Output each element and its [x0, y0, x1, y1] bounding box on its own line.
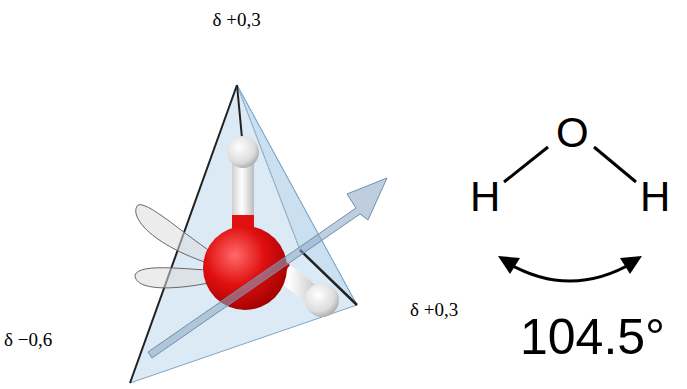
atom-symbol: O [556, 112, 589, 154]
atom-symbol: H [640, 176, 670, 218]
atom-symbol: H [470, 176, 500, 218]
partial-charge: δ +0,3 [212, 8, 261, 32]
partial-charge: δ −0,6 [4, 328, 53, 352]
partial-charge: δ +0,3 [410, 298, 459, 322]
bond-angle: 104.5° [520, 312, 665, 362]
